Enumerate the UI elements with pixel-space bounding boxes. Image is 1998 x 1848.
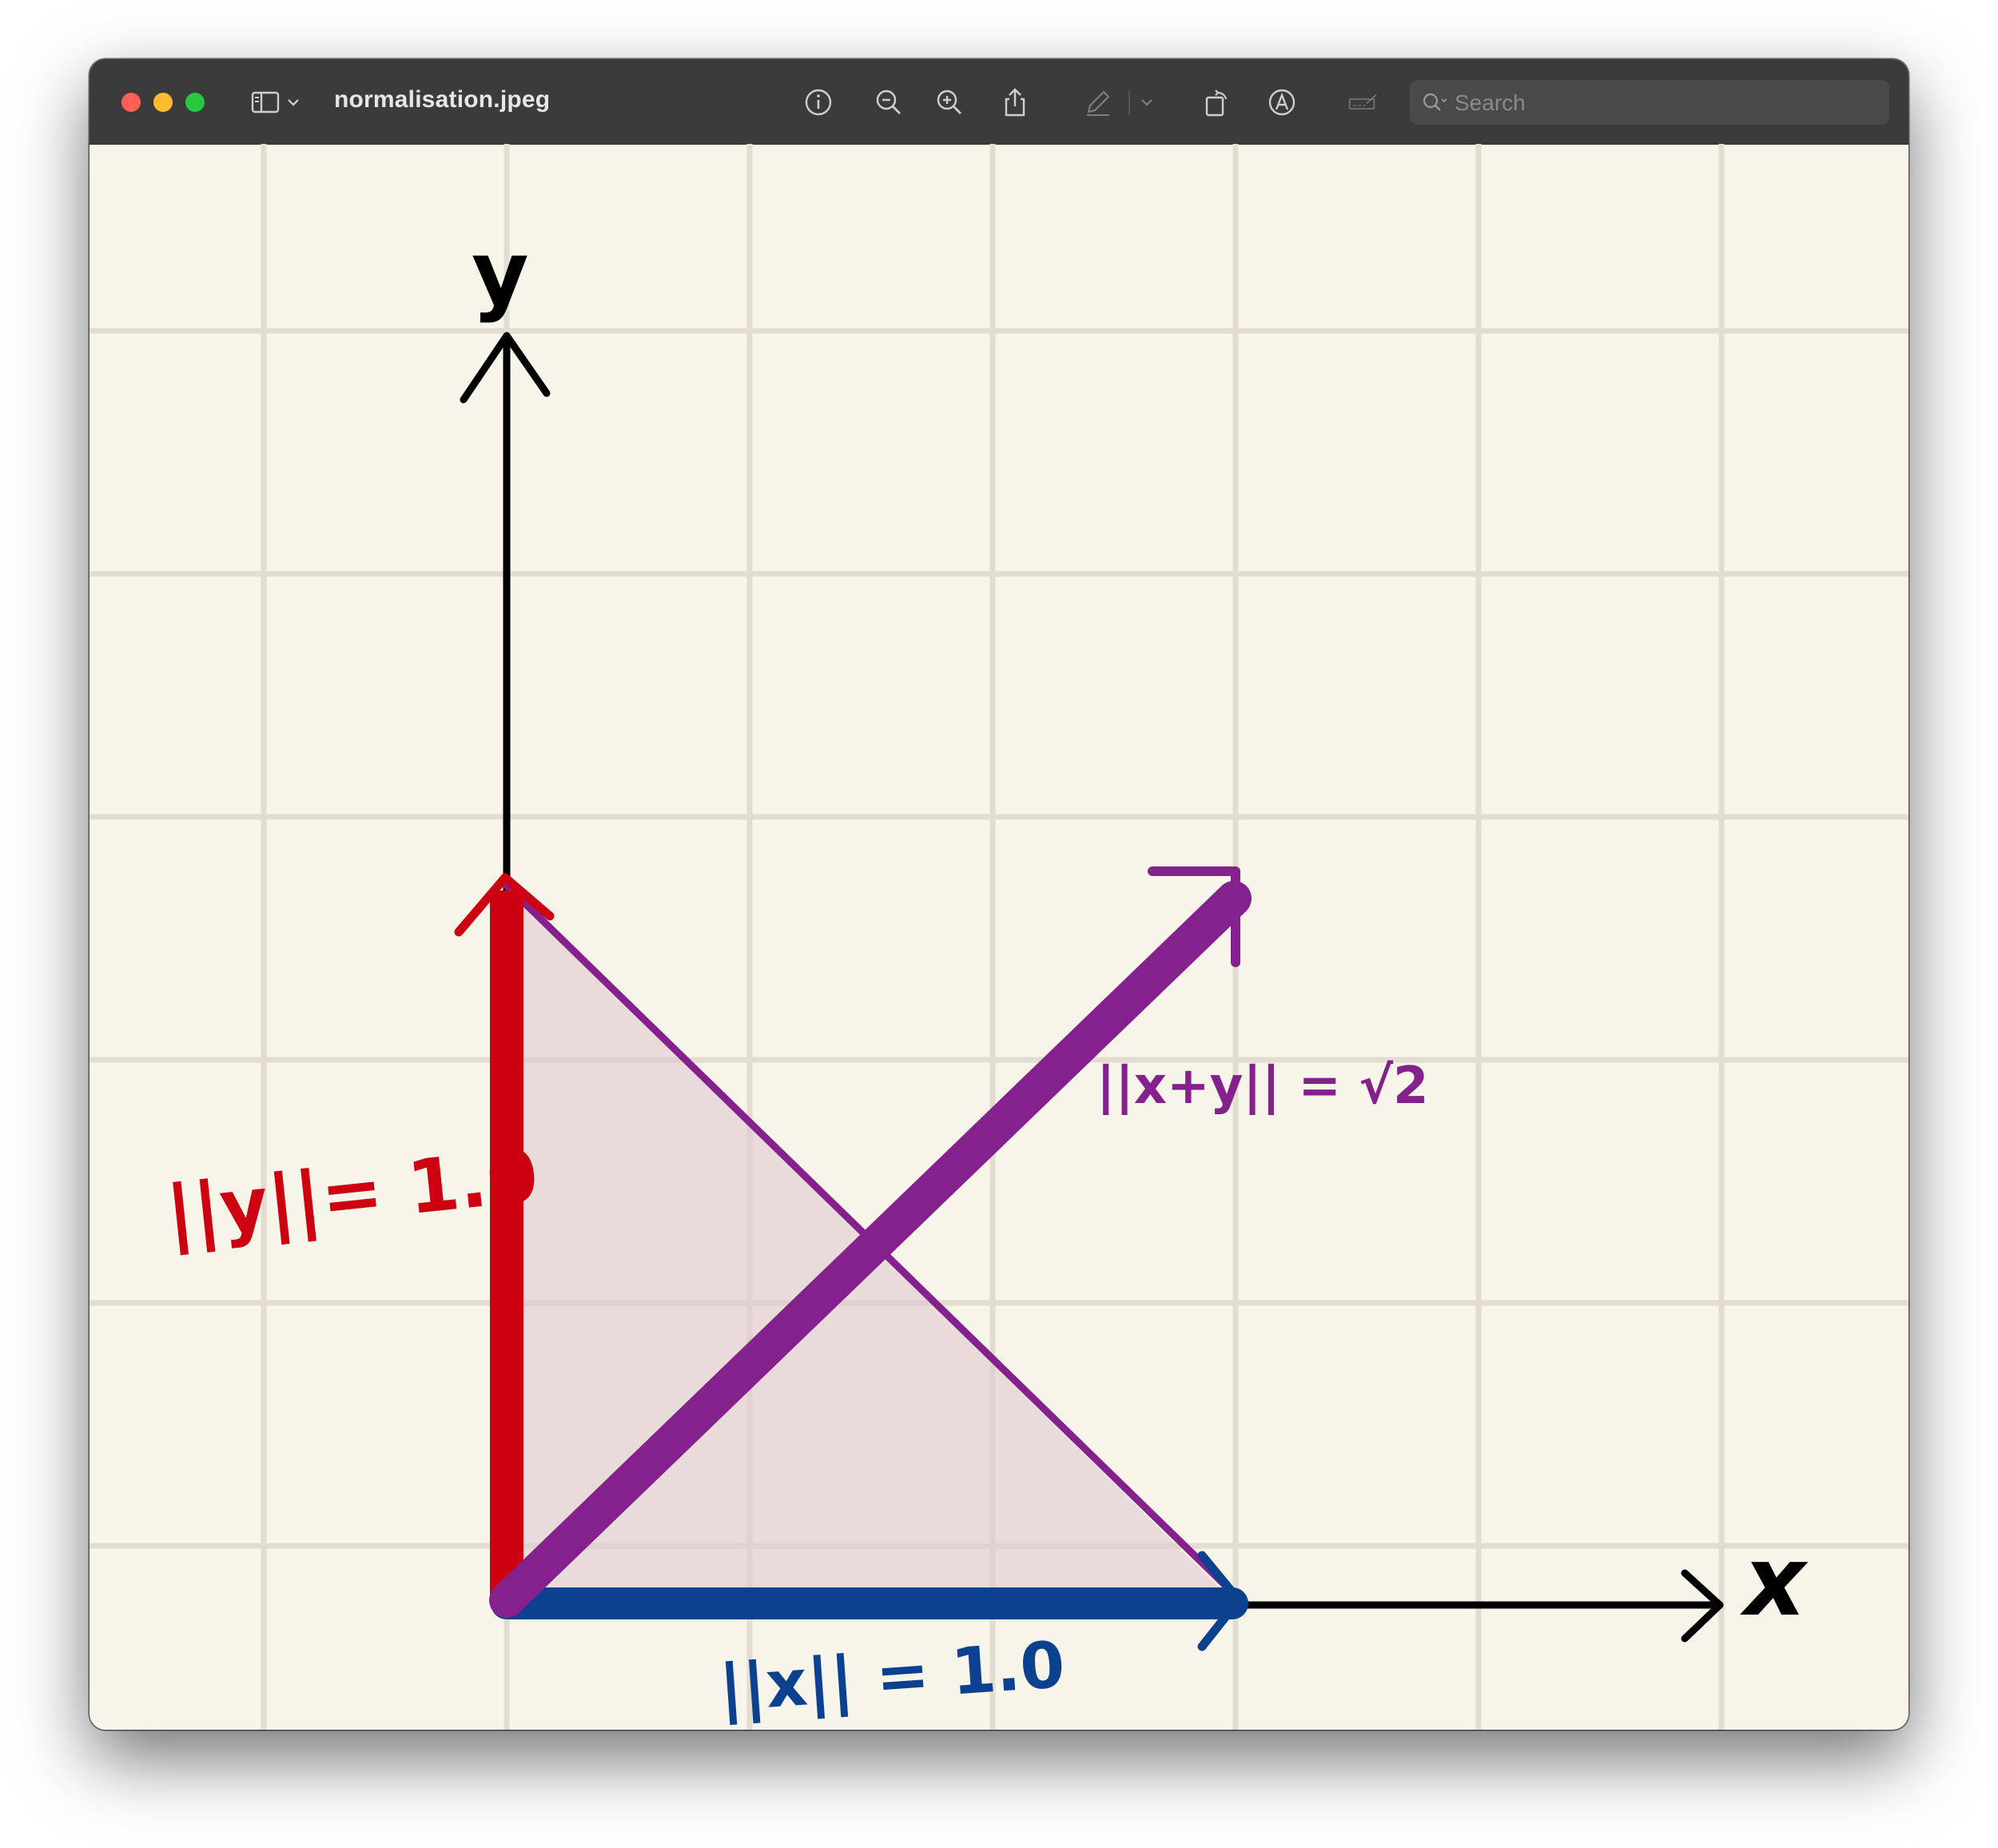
sum-vector-arrowhead (1148, 866, 1240, 967)
sum-norm-label: ||x+y|| = √2 (1097, 1057, 1429, 1116)
zoom-in-icon[interactable] (930, 83, 969, 121)
zoom-out-icon[interactable] (870, 83, 908, 121)
zoom-button[interactable] (185, 93, 205, 112)
chevron-down-icon[interactable] (281, 83, 305, 121)
y-axis-arrowhead (460, 332, 551, 404)
search-field[interactable] (1410, 80, 1889, 126)
markup-icon[interactable] (1263, 83, 1301, 121)
y-vector-arrowhead (454, 873, 555, 937)
title-bar: normalisation.jpeg (90, 59, 1908, 145)
image-canvas: y x ||y||= 1.0 ||x|| = 1.0 ||x+y|| = √2 (90, 144, 1908, 1730)
x-axis-arrowhead (1681, 1569, 1724, 1643)
search-input[interactable] (1453, 80, 1872, 126)
toolbar-divider (1128, 91, 1130, 115)
pencil-icon[interactable] (1079, 83, 1117, 121)
sidebar-toggle-icon[interactable] (246, 83, 285, 121)
y-axis-label: y (472, 222, 529, 325)
search-icon (1418, 86, 1450, 118)
x-vector-arrowhead (1197, 1551, 1244, 1651)
preview-window: normalisation.jpeg (90, 59, 1908, 1730)
minimize-button[interactable] (153, 93, 173, 112)
window-title: normalisation.jpeg (334, 86, 551, 113)
signature-icon[interactable] (1339, 83, 1387, 121)
info-icon[interactable] (799, 83, 838, 121)
chevron-down-icon[interactable] (1135, 83, 1159, 121)
sum-vector (489, 881, 1252, 1618)
drawing: y x ||y||= 1.0 ||x|| = 1.0 ||x+y|| = √2 (90, 144, 1908, 1730)
x-norm-label: ||x|| = 1.0 (717, 1627, 1067, 1727)
close-button[interactable] (121, 93, 141, 112)
share-icon[interactable] (996, 83, 1034, 121)
rotate-icon[interactable] (1197, 83, 1236, 121)
y-norm-label: ||y||= 1.0 (162, 1133, 542, 1257)
x-axis-label: x (1740, 1527, 1809, 1638)
